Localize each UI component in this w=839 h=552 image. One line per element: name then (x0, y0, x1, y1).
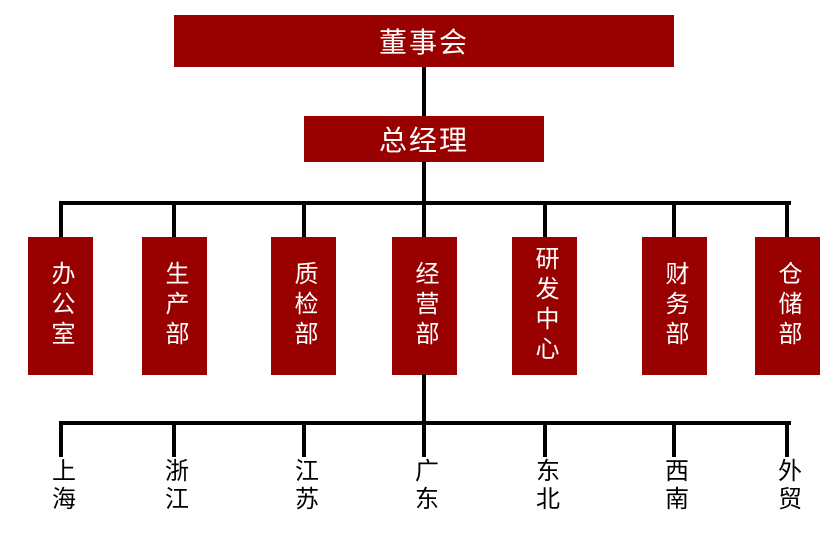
connector-manager-bus (422, 162, 426, 203)
connector-stub-production (172, 201, 176, 237)
connector-board-manager (422, 67, 426, 116)
connector-stub-guangdong (422, 421, 426, 457)
dept-box-operations-label: 经营部 (411, 261, 438, 351)
dept-box-warehouse-label: 仓储部 (774, 261, 801, 351)
connector-stub-foreign-trade (785, 421, 789, 457)
region-label-shanghai: 上海 (43, 458, 79, 538)
region-label-foreign-trade-text: 外贸 (773, 458, 801, 514)
region-label-jiangsu-text: 江苏 (290, 458, 318, 514)
dept-box-finance-label: 财务部 (661, 261, 688, 351)
dept-box-warehouse: 仓储部 (755, 237, 820, 375)
org-box-board-label: 董事会 (378, 27, 469, 58)
org-box-general-manager-label: 总经理 (378, 125, 469, 156)
connector-stub-northeast (543, 421, 547, 457)
dept-box-quality-label: 质检部 (290, 261, 317, 351)
dept-box-quality: 质检部 (271, 237, 336, 375)
dept-box-operations: 经营部 (392, 237, 457, 375)
org-box-general-manager: 总经理 (304, 116, 544, 162)
connector-operations-bus (422, 374, 426, 423)
region-label-foreign-trade: 外贸 (769, 458, 805, 538)
dept-box-production-label: 生产部 (161, 261, 188, 351)
region-label-southwest: 西南 (656, 458, 692, 538)
connector-stub-zhejiang (172, 421, 176, 457)
connector-stub-quality (302, 201, 306, 237)
connector-stub-finance (672, 201, 676, 237)
region-label-shanghai-text: 上海 (47, 458, 75, 514)
connector-stub-southwest (672, 421, 676, 457)
region-label-guangdong-text: 广东 (410, 458, 438, 514)
connector-stub-shanghai (59, 421, 63, 457)
connector-stub-jiangsu (302, 421, 306, 457)
dept-box-rnd-center: 研发中心 (512, 237, 577, 375)
connector-stub-warehouse (785, 201, 789, 237)
region-label-northeast-text: 东北 (531, 458, 559, 514)
region-label-guangdong: 广东 (406, 458, 442, 538)
connector-stub-office (59, 201, 63, 237)
connector-stub-rnd (543, 201, 547, 237)
dept-box-rnd-center-label: 研发中心 (531, 246, 558, 366)
region-label-jiangsu: 江苏 (286, 458, 322, 538)
region-label-zhejiang: 浙江 (156, 458, 192, 538)
region-label-southwest-text: 西南 (660, 458, 688, 514)
dept-box-production: 生产部 (142, 237, 207, 375)
connector-stub-operations (422, 201, 426, 237)
dept-box-office-label: 办公室 (47, 261, 74, 351)
org-box-board: 董事会 (174, 15, 674, 67)
dept-box-office: 办公室 (28, 237, 93, 375)
region-label-northeast: 东北 (527, 458, 563, 538)
region-label-zhejiang-text: 浙江 (160, 458, 188, 514)
dept-box-finance: 财务部 (642, 237, 707, 375)
